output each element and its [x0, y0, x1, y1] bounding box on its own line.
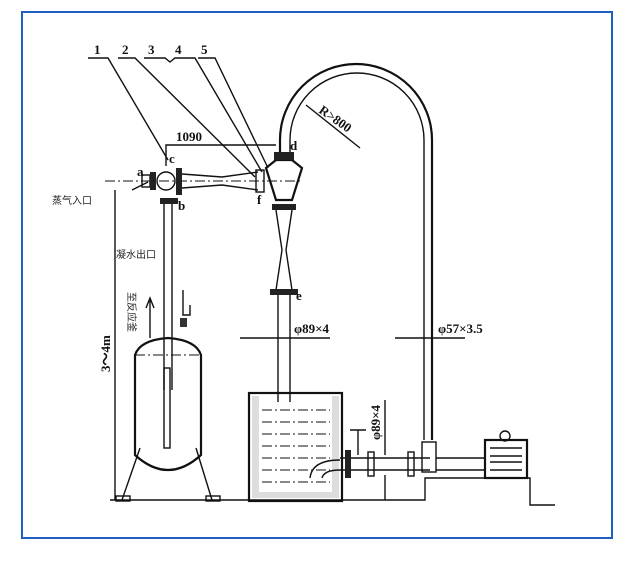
point-e: e	[296, 288, 302, 303]
condensate-vessel	[115, 290, 221, 502]
point-b: b	[178, 198, 185, 213]
steam-inlet-leader	[131, 181, 149, 191]
floor-line	[110, 477, 555, 506]
condensate-outlet-label: 凝水出口	[116, 248, 156, 261]
point-c: c	[169, 151, 175, 166]
pump-line	[340, 429, 529, 480]
part-number-5: 5	[201, 42, 208, 57]
part-number-3: 3	[148, 42, 155, 57]
steam-inlet-label: 蒸气入口	[52, 194, 92, 207]
point-a: a	[137, 164, 144, 179]
ejector-assembly	[141, 152, 304, 402]
point-f: f	[257, 192, 262, 207]
radius-leader	[305, 104, 361, 149]
dimension-line-1090	[165, 144, 276, 166]
frame-border	[21, 11, 613, 539]
dimension-1090: 1090	[176, 129, 202, 144]
height-label: 3～4m	[98, 335, 113, 372]
pipe-size-right: φ57×3.5	[438, 321, 483, 336]
water-tank	[247, 391, 344, 503]
part-number-4: 4	[175, 42, 182, 57]
arch-pipe-inner	[289, 72, 425, 440]
bend-radius-label: R>800	[316, 102, 354, 135]
pipe-size-left: φ89×4	[294, 321, 330, 336]
part-number-2: 2	[122, 42, 129, 57]
arch-pipe-outer	[278, 62, 434, 440]
part-number-1: 1	[94, 42, 101, 57]
point-d: d	[290, 138, 298, 153]
to-reactor-label: 至反应釜	[125, 292, 138, 332]
pipe-size-horizontal: φ89×4	[368, 404, 383, 440]
part-leaders	[88, 57, 269, 178]
